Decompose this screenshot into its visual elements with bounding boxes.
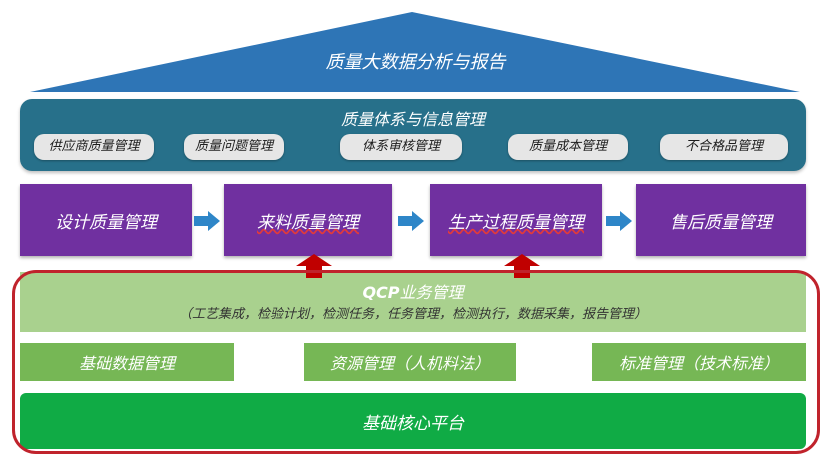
right-arrow-icon	[606, 211, 632, 231]
roof-triangle	[30, 12, 800, 92]
up-arrow-icon	[504, 254, 540, 278]
up-arrow-icon	[296, 254, 332, 278]
pill-quality-cost: 质量成本管理	[508, 134, 628, 160]
core-platform-label: 基础核心平台	[362, 413, 464, 434]
after-sales-quality-box: 售后质量管理	[636, 184, 806, 256]
design-quality-label: 设计质量管理	[55, 212, 157, 233]
pill-supplier-quality: 供应商质量管理	[34, 134, 154, 160]
qcp-title-rest: 业务管理	[399, 283, 464, 302]
qcp-band	[20, 272, 806, 332]
incoming-quality-label: 来料质量管理	[257, 212, 359, 233]
after-sales-quality-label: 售后质量管理	[670, 212, 772, 233]
qcp-highlight-frame	[12, 270, 820, 454]
right-arrow-icon	[398, 211, 424, 231]
qcp-description: （工艺集成，检验计划，检测任务，任务管理，检测执行，数据采集，报告管理）	[178, 307, 647, 322]
basic-data-label: 基础数据管理	[78, 354, 175, 373]
incoming-quality-box: 来料质量管理	[224, 184, 392, 256]
resource-box: 资源管理（人机料法）	[304, 343, 516, 381]
pill-quality-issues: 质量问题管理	[184, 134, 284, 160]
right-arrow-icon	[194, 211, 220, 231]
basic-data-box: 基础数据管理	[20, 343, 234, 381]
production-quality-label: 生产过程质量管理	[448, 212, 584, 233]
roof-title: 质量大数据分析与报告	[325, 52, 506, 73]
production-quality-box: 生产过程质量管理	[430, 184, 602, 256]
qcp-title: QCP业务管理	[20, 279, 806, 303]
pill-nonconforming: 不合格品管理	[660, 134, 788, 160]
pill-system-audit: 体系审核管理	[340, 134, 462, 160]
quality-system-title: 质量体系与信息管理	[340, 110, 485, 129]
core-platform-box: 基础核心平台	[20, 393, 806, 449]
resource-label: 资源管理（人机料法）	[329, 354, 490, 373]
standard-box: 标准管理（技术标准）	[592, 343, 806, 381]
design-quality-box: 设计质量管理	[20, 184, 192, 256]
qcp-brand: QCP	[362, 283, 400, 302]
standard-label: 标准管理（技术标准）	[618, 354, 779, 373]
